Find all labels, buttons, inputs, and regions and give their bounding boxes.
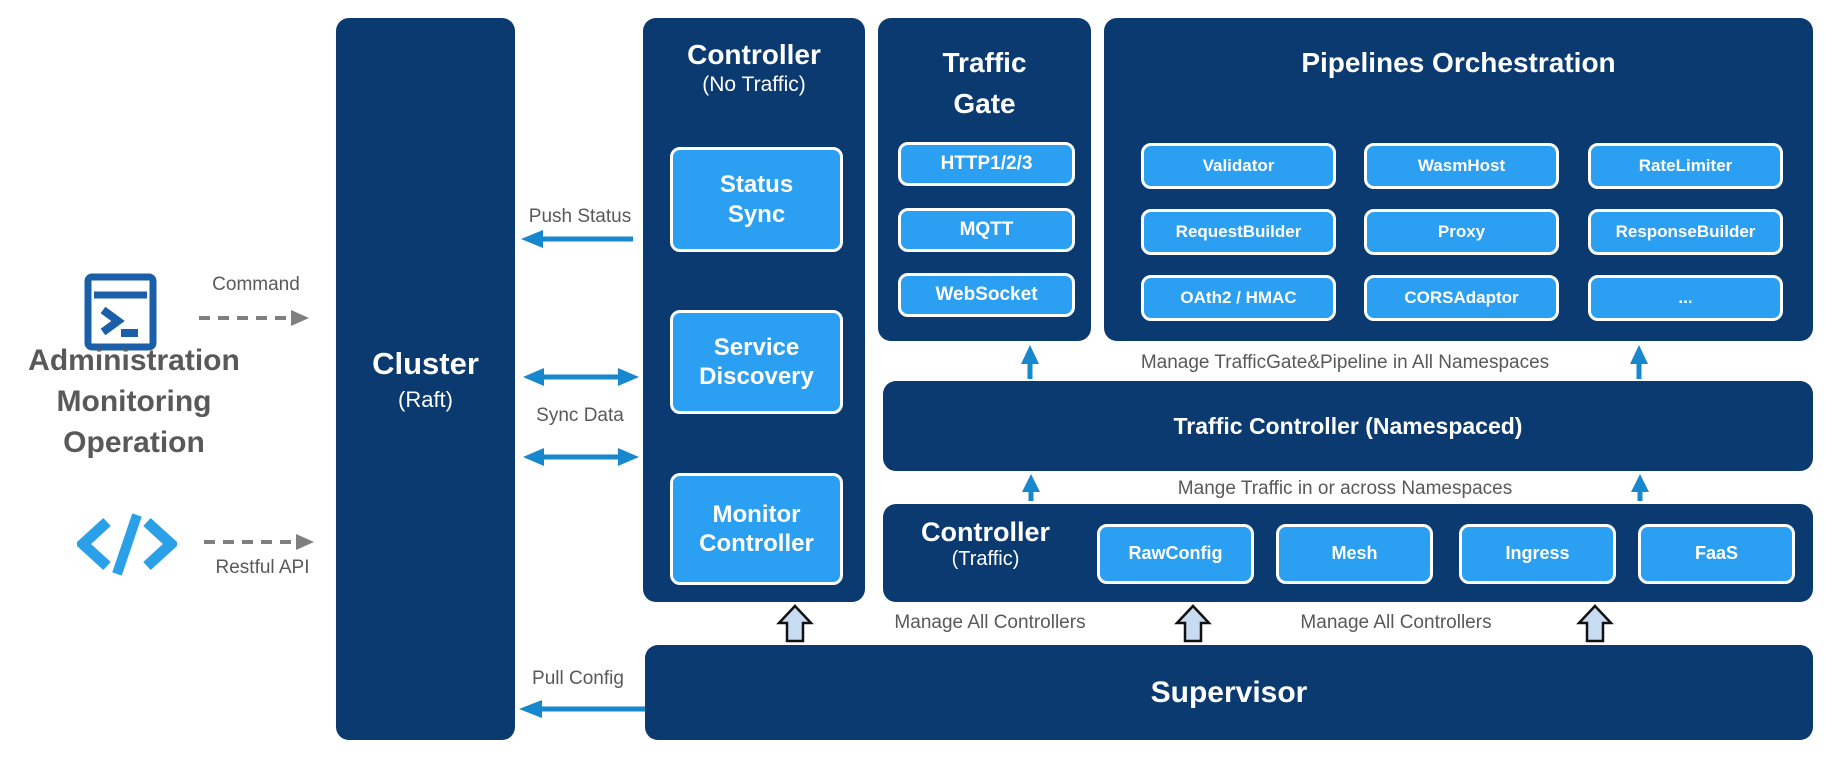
traffic-controller-title: Traffic Controller (Namespaced) [1173,412,1523,439]
hollow-arrow-middle [1174,604,1212,643]
push-status-arrow [521,230,633,248]
validator-chip: Validator [1141,143,1336,189]
controller-no-traffic-subtitle: (No Traffic) [702,73,806,96]
supervisor-title: Supervisor [1150,675,1308,709]
oauth-hmac-chip: OAth2 / HMAC [1141,275,1336,321]
wasmhost-chip: WasmHost [1364,143,1559,189]
cluster-box: Cluster (Raft) [336,18,515,740]
more-filters-chip: ... [1588,275,1783,321]
sync-data-arrow-bottom [523,448,639,466]
monitor-controller-chip: Monitor Controller [670,473,843,585]
up-arrow-traffic-left [1022,474,1040,501]
ingress-chip: Ingress [1459,524,1616,584]
responsebuilder-chip: ResponseBuilder [1588,209,1783,255]
manage-traffic-label: Mange Traffic in or across Namespaces [1177,478,1513,499]
admin-line-3: Operation [63,426,205,459]
traffic-gate-box: Traffic Gate HTTP1/2/3 MQTT WebSocket [878,18,1091,341]
websocket-chip: WebSocket [898,273,1075,317]
admin-line-1: Administration [28,344,240,377]
supervisor-box: Supervisor [645,645,1813,740]
restful-api-label: Restful API [215,557,310,578]
cluster-title: Cluster [372,345,479,381]
pull-config-arrow [519,700,645,718]
controller-no-traffic-title: Controller [687,39,821,70]
up-arrow-gate [1021,345,1039,379]
manage-all-controllers-label-left: Manage All Controllers [894,612,1086,633]
pull-config-label: Pull Config [532,668,624,689]
controller-no-traffic-box: Controller (No Traffic) Status Sync Serv… [643,18,865,602]
restful-api-dashed-arrow [204,534,314,550]
ratelimiter-chip: RateLimiter [1588,143,1783,189]
command-label: Command [212,274,300,295]
requestbuilder-chip: RequestBuilder [1141,209,1336,255]
admin-text-block: Administration Monitoring Operation [9,340,259,463]
sync-data-arrow-top [523,368,639,386]
http-chip: HTTP1/2/3 [898,142,1075,186]
traffic-controller-box: Traffic Controller (Namespaced) [883,381,1813,471]
mqtt-chip: MQTT [898,208,1075,252]
admin-line-2: Monitoring [56,385,212,418]
service-discovery-chip: Service Discovery [670,310,843,414]
faas-chip: FaaS [1638,524,1795,584]
controller-traffic-box: Controller (Traffic) RawConfig Mesh Ingr… [883,504,1813,602]
cluster-subtitle: (Raft) [398,386,453,412]
controller-traffic-subtitle: (Traffic) [951,548,1020,570]
up-arrow-traffic-right [1631,474,1649,501]
hollow-arrow-right [1576,604,1614,643]
pipelines-orchestration-box: Pipelines Orchestration Validator WasmHo… [1104,18,1813,341]
traffic-gate-title-line2: Gate [953,88,1016,119]
push-status-label: Push Status [528,206,632,227]
sync-data-label: Sync Data [536,405,624,426]
manage-gate-pipeline-label: Manage TrafficGate&Pipeline in All Names… [1140,352,1550,373]
command-dashed-arrow [199,310,309,326]
rawconfig-chip: RawConfig [1097,524,1254,584]
status-sync-chip: Status Sync [670,147,843,252]
corsadaptor-chip: CORSAdaptor [1364,275,1559,321]
manage-all-controllers-label-right: Manage All Controllers [1300,612,1492,633]
controller-traffic-title-block: Controller (Traffic) [893,517,1078,571]
controller-traffic-title: Controller [920,517,1050,547]
traffic-gate-title-line1: Traffic [942,47,1027,78]
code-brackets-icon [77,513,177,576]
traffic-gate-title: Traffic Gate [878,42,1091,124]
proxy-chip: Proxy [1364,209,1559,255]
up-arrow-pipelines [1630,345,1648,379]
hollow-arrow-left [776,604,814,643]
mesh-chip: Mesh [1276,524,1433,584]
pipelines-title: Pipelines Orchestration [1301,47,1616,78]
